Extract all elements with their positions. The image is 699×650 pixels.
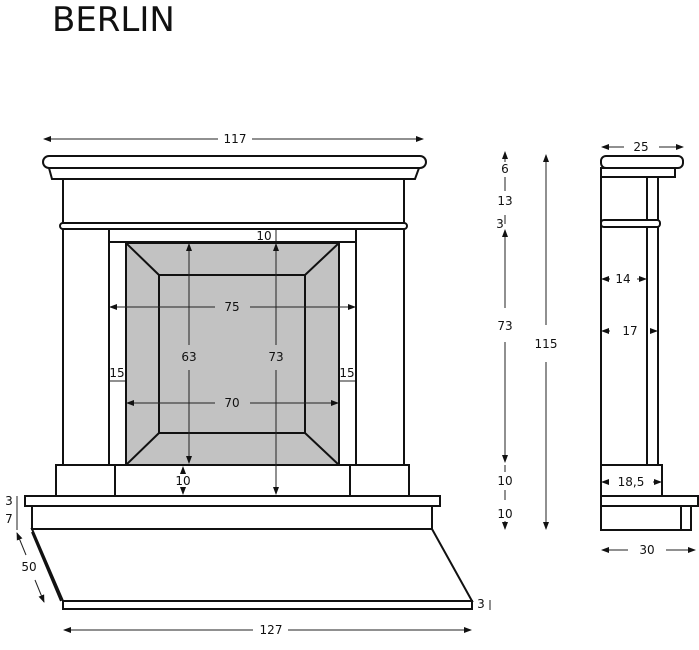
dim-inner-height-left: 63 — [181, 350, 196, 364]
side-moulding — [600, 219, 661, 228]
dim-overall-width: 117 — [224, 132, 247, 146]
right-pillar — [355, 228, 405, 466]
mantel-cornice — [47, 167, 421, 180]
dim-inner-width-bottom: 70 — [224, 396, 239, 410]
dim-side-right: 15 — [339, 366, 354, 380]
dim-side-top-depth: 25 — [633, 140, 648, 154]
dim-height-seg-5: 10 — [497, 474, 512, 488]
firebox-back — [158, 274, 306, 434]
dim-hearth-step-1: 3 — [5, 494, 13, 508]
side-hearth-riser — [600, 505, 692, 531]
frieze — [62, 178, 405, 224]
dim-side-hearth-depth: 30 — [639, 543, 654, 557]
center-base — [114, 464, 351, 497]
dim-hearth-step-2: 7 — [5, 512, 13, 526]
hearth-floor — [30, 528, 474, 602]
dim-inner-height-right: 73 — [268, 350, 283, 364]
hearth-top-slab — [24, 495, 441, 507]
dim-side-left: 15 — [109, 366, 124, 380]
right-base-block — [349, 464, 410, 497]
left-base-block — [55, 464, 116, 497]
hearth-riser — [31, 505, 433, 530]
front-view — [24, 155, 474, 610]
side-view — [600, 155, 699, 531]
height-dimensions: 6 13 3 73 10 10 115 — [496, 151, 558, 530]
dim-side-pillar-upper: 14 — [615, 272, 630, 286]
mantel-shelf — [42, 155, 427, 169]
side-hearth-slab — [600, 495, 699, 507]
dim-height-seg-3: 3 — [496, 217, 504, 231]
dim-side-pillar-lower: 17 — [622, 324, 637, 338]
dim-hearth-thickness: 3 — [477, 597, 485, 611]
dim-side-base-depth: 18,5 — [618, 475, 645, 489]
side-dimensions: 25 14 17 18,5 30 — [601, 140, 696, 557]
dim-total-height: 115 — [535, 337, 558, 351]
dim-height-seg-2: 13 — [497, 194, 512, 208]
side-cornice — [600, 167, 676, 178]
dim-hearth-depth: 50 — [21, 560, 36, 574]
side-mantel-shelf — [600, 155, 684, 169]
dim-height-seg-1: 6 — [501, 162, 509, 176]
dim-height-seg-6: 10 — [497, 507, 512, 521]
dim-opening-top-gap: 10 — [256, 229, 271, 243]
dim-height-seg-4: 73 — [497, 319, 512, 333]
dim-inner-width-top: 75 — [224, 300, 239, 314]
hearth-edge — [62, 600, 473, 610]
left-pillar — [62, 228, 110, 466]
dim-bottom-gap: 10 — [175, 474, 190, 488]
front-dimensions: 117 10 75 63 73 15 15 70 10 3 7 — [5, 132, 491, 637]
drawing-title: BERLIN — [52, 0, 175, 40]
dim-hearth-width: 127 — [260, 623, 283, 637]
